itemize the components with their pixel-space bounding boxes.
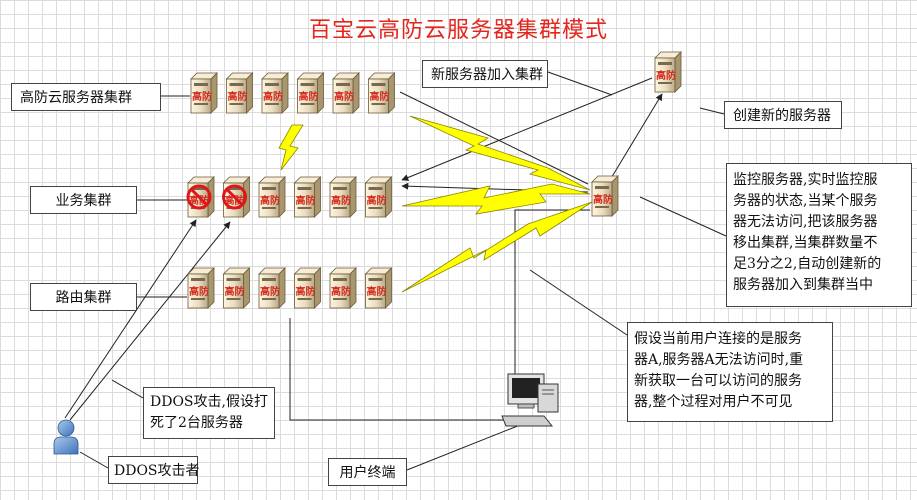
lightning-bolts	[278, 115, 593, 293]
arrow-to-gaofang	[399, 91, 589, 185]
server-label: 高防	[367, 285, 387, 298]
leader-create-server	[699, 107, 725, 115]
server-label: 高防	[367, 194, 387, 207]
server-icon: 高防	[190, 72, 218, 114]
label-create-new-server: 创建新的服务器	[724, 101, 842, 129]
server-icon: 高防	[332, 72, 360, 114]
server-label: 高防	[331, 285, 351, 298]
routing-server-row: 高防 高防 高防 高防 高防 高防	[187, 267, 393, 309]
no-entry-icon	[222, 184, 247, 210]
arrow-to-new-server	[609, 93, 663, 181]
lightning-icon	[278, 124, 304, 171]
server-label: 高防	[228, 90, 248, 103]
ddos-attack-line: 死了2台服务器	[150, 415, 243, 431]
server-icon: 高防	[187, 267, 215, 309]
no-entry-icon	[186, 184, 212, 210]
server-icon: 高防	[225, 72, 254, 114]
label-business-cluster: 业务集群	[30, 186, 137, 214]
arrow-to-business-top	[401, 77, 653, 181]
server-label: 高防	[260, 194, 280, 207]
user-line-right	[514, 209, 590, 385]
server-label: 高防	[331, 194, 351, 207]
server-icon: 高防	[293, 267, 322, 309]
leader-user-terminal	[406, 424, 521, 471]
monitor-line: 监控服务器,实时监控服	[733, 172, 878, 188]
computer-icon	[501, 373, 559, 427]
server-label: 高防	[656, 69, 676, 82]
server-icon: 高防	[654, 51, 682, 93]
server-label: 高防	[334, 90, 354, 103]
user-icon	[53, 419, 79, 455]
server-icon: 高防	[367, 72, 396, 114]
label-ddos-attack: DDOS攻击,假设打 死了2台服务器	[143, 387, 275, 439]
lightning-icon	[401, 183, 591, 215]
user-line-routing	[289, 318, 508, 421]
connector-lines	[64, 71, 727, 471]
monitor-line: 足3分之2,自动创建新的	[733, 256, 882, 272]
label-routing-cluster: 路由集群	[30, 283, 137, 311]
server-label: 高防	[189, 285, 209, 298]
label-ddos-attacker: DDOS攻击者	[108, 456, 200, 484]
monitor-line: 务器的状态,当某个服务	[733, 193, 878, 209]
server-label: 高防	[296, 285, 316, 298]
server-label: 高防	[260, 285, 280, 298]
server-label: 高防	[263, 90, 283, 103]
server-icon: 高防	[329, 267, 357, 309]
monitor-line: 服务器加入到集群当中	[733, 277, 873, 293]
label-monitor-server: 监控服务器,实时监控服 务器的状态,当某个服务 器无法访问,把该服务器 移出集群…	[726, 163, 912, 307]
dead-server: 高防	[222, 176, 251, 218]
server-label: 高防	[299, 90, 319, 103]
server-label: 高防	[593, 193, 613, 206]
server-icon: 高防	[364, 176, 393, 218]
diagram-title: 百宝云高防云服务器集群模式	[308, 18, 608, 43]
server-icon: 高防	[222, 267, 251, 309]
server-icon: 高防	[296, 72, 325, 114]
assume-line: 新获取一台可以访问的服务	[634, 373, 802, 389]
leader-assume	[529, 269, 628, 336]
label-gaofang-cluster: 高防云服务器集群	[11, 83, 161, 111]
server-icon: 高防	[329, 176, 357, 218]
leader-ddos-attack	[111, 379, 144, 399]
server-icon: 高防	[258, 267, 286, 309]
server-label: 高防	[296, 194, 316, 207]
label-new-server-join: 新服务器加入集群	[422, 60, 548, 88]
dead-server: 高防	[186, 176, 215, 218]
attack-arrow-1	[64, 219, 197, 419]
ddos-attack-line: DDOS攻击,假设打	[150, 394, 268, 410]
assume-line: 器A,服务器A无法访问时,重	[634, 352, 804, 368]
label-assume-failover: 假设当前用户连接的是服务 器A,服务器A无法访问时,重 新获取一台可以访问的服务…	[627, 322, 833, 422]
attack-arrow-2	[69, 221, 231, 421]
server-icon: 高防	[591, 175, 619, 217]
server-label: 高防	[192, 90, 212, 103]
lightning-icon	[401, 201, 593, 293]
gaofang-server-row: 高防 高防 高防 高防 高防 高防	[190, 72, 396, 114]
server-label: 高防	[370, 90, 390, 103]
server-icon: 高防	[364, 267, 393, 309]
assume-line: 假设当前用户连接的是服务	[634, 331, 802, 347]
leader-new-server	[547, 71, 613, 96]
assume-line: 器,整个过程对用户不可见	[634, 394, 793, 410]
monitor-line: 移出集群,当集群数量不	[733, 235, 878, 251]
lightning-icon	[409, 115, 591, 191]
server-icon: 高防	[261, 72, 289, 114]
label-user-terminal: 用户终端	[328, 458, 407, 486]
monitor-line: 器无法访问,把该服务器	[733, 214, 878, 230]
server-label: 高防	[225, 285, 245, 298]
server-icon: 高防	[293, 176, 322, 218]
leader-monitor	[639, 196, 727, 237]
server-icon: 高防	[258, 176, 286, 218]
business-server-row: 高防高防高防高防高防高防	[186, 176, 393, 218]
leader-ddos-attacker	[79, 451, 109, 469]
